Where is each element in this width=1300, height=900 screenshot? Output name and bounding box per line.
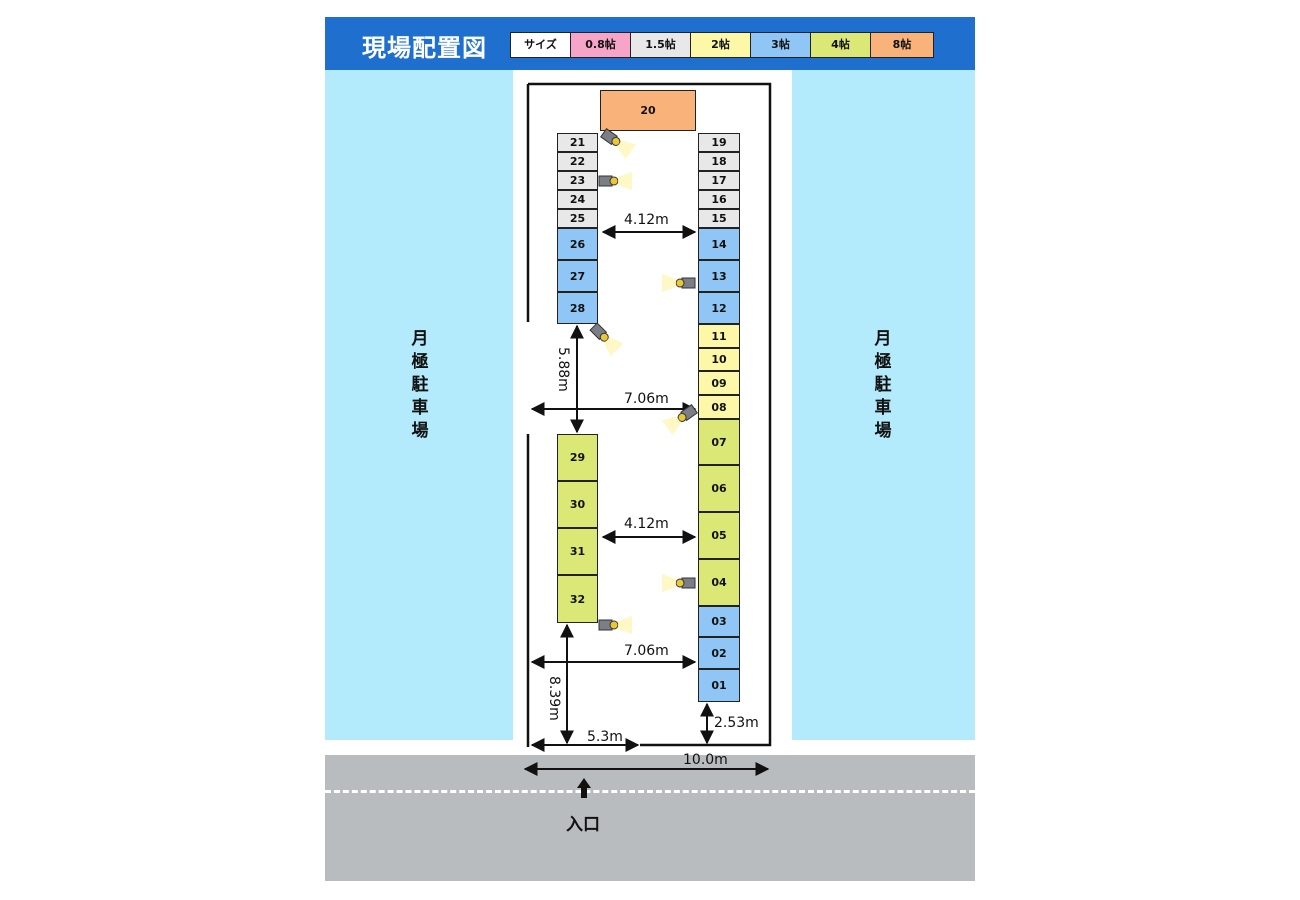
size-legend: サイズ 0.8帖 1.5帖 2帖 3帖 4帖 8帖 xyxy=(510,32,934,58)
dim-front-vertical: 8.39m xyxy=(546,676,562,721)
site-boundary-top xyxy=(528,82,772,747)
unit-17[interactable]: 17 xyxy=(698,171,740,190)
unit-20[interactable]: 20 xyxy=(600,90,696,131)
dim-front-right: 2.53m xyxy=(714,715,759,731)
legend-2jo: 2帖 xyxy=(691,33,751,57)
unit-29[interactable]: 29 xyxy=(557,434,598,481)
unit-16[interactable]: 16 xyxy=(698,190,740,209)
unit-21[interactable]: 21 xyxy=(557,133,598,152)
legend-0-8jo: 0.8帖 xyxy=(571,33,631,57)
unit-28[interactable]: 28 xyxy=(557,292,598,324)
unit-14[interactable]: 14 xyxy=(698,228,740,260)
unit-13[interactable]: 13 xyxy=(698,260,740,292)
unit-03[interactable]: 03 xyxy=(698,606,740,637)
unit-27[interactable]: 27 xyxy=(557,260,598,292)
unit-32[interactable]: 32 xyxy=(557,575,598,623)
unit-05[interactable]: 05 xyxy=(698,512,740,559)
unit-01[interactable]: 01 xyxy=(698,669,740,702)
unit-04[interactable]: 04 xyxy=(698,559,740,606)
legend-4jo: 4帖 xyxy=(811,33,871,57)
camera-icon xyxy=(661,273,696,293)
legend-1-5jo: 1.5帖 xyxy=(631,33,691,57)
road-center-line xyxy=(325,790,975,793)
camera-icon xyxy=(661,573,696,593)
unit-07[interactable]: 07 xyxy=(698,419,740,465)
unit-09[interactable]: 09 xyxy=(698,371,740,395)
unit-22[interactable]: 22 xyxy=(557,152,598,171)
dim-site-width: 10.0m xyxy=(683,752,728,768)
camera-icon xyxy=(598,615,633,635)
dim-gap-vertical: 5.88m xyxy=(555,347,571,392)
unit-25[interactable]: 25 xyxy=(557,209,598,228)
left-parking-lot xyxy=(325,70,513,740)
dim-front-left: 5.3m xyxy=(587,729,623,745)
unit-23[interactable]: 23 xyxy=(557,171,598,190)
right-parking-lot xyxy=(792,70,975,740)
right-parking-lot-label: 月極駐車場 xyxy=(874,329,892,441)
unit-06[interactable]: 06 xyxy=(698,465,740,512)
legend-size-header: サイズ xyxy=(511,33,571,57)
unit-26[interactable]: 26 xyxy=(557,228,598,260)
dim-width-mid: 7.06m xyxy=(624,391,669,407)
unit-31[interactable]: 31 xyxy=(557,528,598,575)
unit-02[interactable]: 02 xyxy=(698,637,740,669)
unit-10[interactable]: 10 xyxy=(698,348,740,371)
legend-3jo: 3帖 xyxy=(751,33,811,57)
unit-08[interactable]: 08 xyxy=(698,395,740,419)
camera-icon xyxy=(598,171,633,191)
left-parking-lot-label: 月極駐車場 xyxy=(411,329,429,441)
unit-30[interactable]: 30 xyxy=(557,481,598,528)
dim-aisle-top: 4.12m xyxy=(624,212,669,228)
unit-24[interactable]: 24 xyxy=(557,190,598,209)
unit-15[interactable]: 15 xyxy=(698,209,740,228)
entrance-arrow-icon xyxy=(577,778,591,798)
entrance-label: 入口 xyxy=(566,815,600,835)
camera-icon xyxy=(597,124,637,160)
unit-11[interactable]: 11 xyxy=(698,324,740,348)
camera-icon xyxy=(586,319,624,357)
dim-aisle-bottom: 4.12m xyxy=(624,516,669,532)
unit-18[interactable]: 18 xyxy=(698,152,740,171)
page-title: 現場配置図 xyxy=(362,34,487,62)
road xyxy=(325,755,975,881)
legend-8jo: 8帖 xyxy=(871,33,933,57)
unit-19[interactable]: 19 xyxy=(698,133,740,152)
unit-12[interactable]: 12 xyxy=(698,292,740,324)
dim-width-lower: 7.06m xyxy=(624,643,669,659)
